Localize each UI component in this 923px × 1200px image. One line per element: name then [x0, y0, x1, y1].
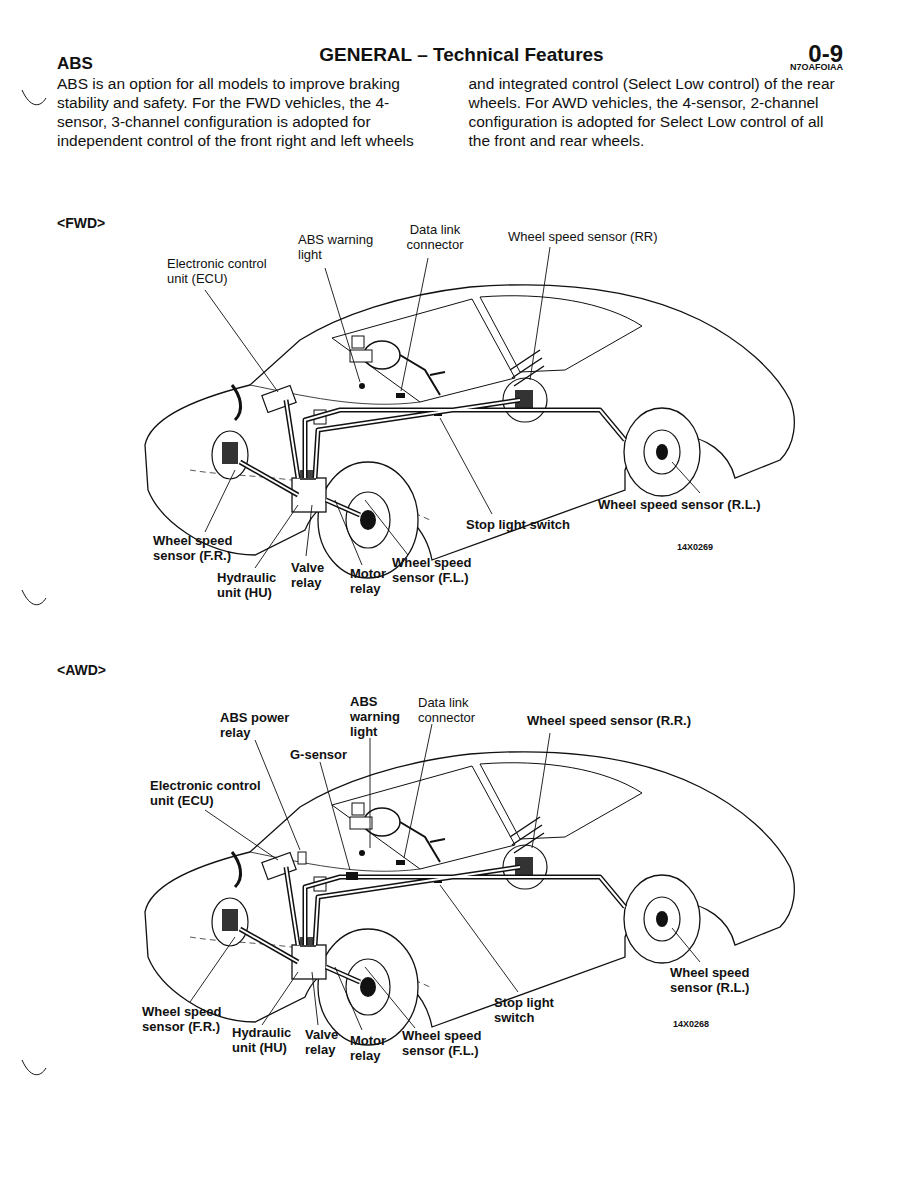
figure-code: 14X0269	[677, 540, 713, 555]
part-label: Electronic control unit (ECU)	[150, 778, 270, 808]
part-label: Wheel speed sensor (F.R.)	[153, 533, 238, 563]
figure-code: 14X0268	[673, 1017, 709, 1032]
part-label: Stop light switch	[494, 995, 556, 1025]
view-heading: <AWD>	[57, 663, 106, 678]
part-label: Electronic control unit (ECU)	[167, 256, 282, 286]
body-text: ABS is an option for all models to impro…	[57, 74, 847, 150]
part-label: Stop light switch	[466, 517, 570, 532]
part-label: ABS power relay	[220, 710, 305, 740]
part-label: Hydraulic unit (HU)	[217, 570, 287, 600]
page-title: GENERAL – Technical Features	[0, 44, 923, 66]
part-label: Valve relay	[305, 1027, 345, 1057]
part-label: Wheel speed sensor (F.R.)	[142, 1004, 232, 1034]
part-label: Motor relay	[350, 566, 395, 596]
part-label: Wheel speed sensor (RR)	[508, 229, 658, 244]
part-label: Wheel speed sensor (R.L.)	[598, 497, 761, 512]
part-label: Wheel speed sensor (F.L.)	[402, 1028, 487, 1058]
part-label: G-sensor	[290, 747, 347, 762]
part-label: Wheel speed sensor (F.L.)	[392, 555, 487, 585]
reference-code: N7OAFOIAA	[790, 60, 843, 75]
part-label: ABS warning light	[298, 232, 380, 262]
part-label: Motor relay	[350, 1033, 395, 1063]
part-label: ABS warning light	[350, 694, 405, 739]
section-heading: ABS	[57, 54, 93, 74]
part-label: Valve relay	[291, 560, 331, 590]
part-label: Data link connector	[400, 222, 470, 252]
part-label: Wheel speed sensor (R.R.)	[527, 713, 691, 728]
part-label: Wheel speed sensor (R.L.)	[670, 965, 760, 995]
part-label: Hydraulic unit (HU)	[232, 1025, 304, 1055]
part-label: Data link connector	[418, 695, 518, 725]
view-heading: <FWD>	[57, 216, 105, 231]
